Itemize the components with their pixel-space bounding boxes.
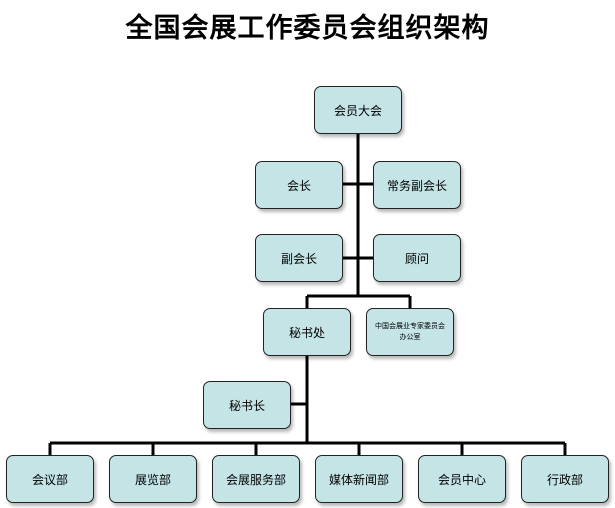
node-general-assembly: 会员大会 — [314, 86, 402, 134]
node-president: 会长 — [255, 161, 343, 209]
node-advisor: 顾问 — [373, 234, 461, 282]
node-expert-committee-office: 中国会展业专家委员会办公室 — [366, 308, 454, 356]
node-secretariat: 秘书处 — [263, 308, 351, 356]
node-department: 会展服务部 — [212, 455, 300, 503]
node-vice-president: 副会长 — [255, 234, 343, 282]
node-department: 行政部 — [521, 455, 609, 503]
node-department: 会议部 — [6, 455, 94, 503]
node-department: 媒体新闻部 — [315, 455, 403, 503]
node-department: 展览部 — [109, 455, 197, 503]
node-department: 会员中心 — [418, 455, 506, 503]
node-secretary-general: 秘书长 — [203, 381, 291, 429]
node-executive-vp: 常务副会长 — [373, 161, 461, 209]
chart-title: 全国会展工作委员会组织架构 — [125, 13, 490, 44]
